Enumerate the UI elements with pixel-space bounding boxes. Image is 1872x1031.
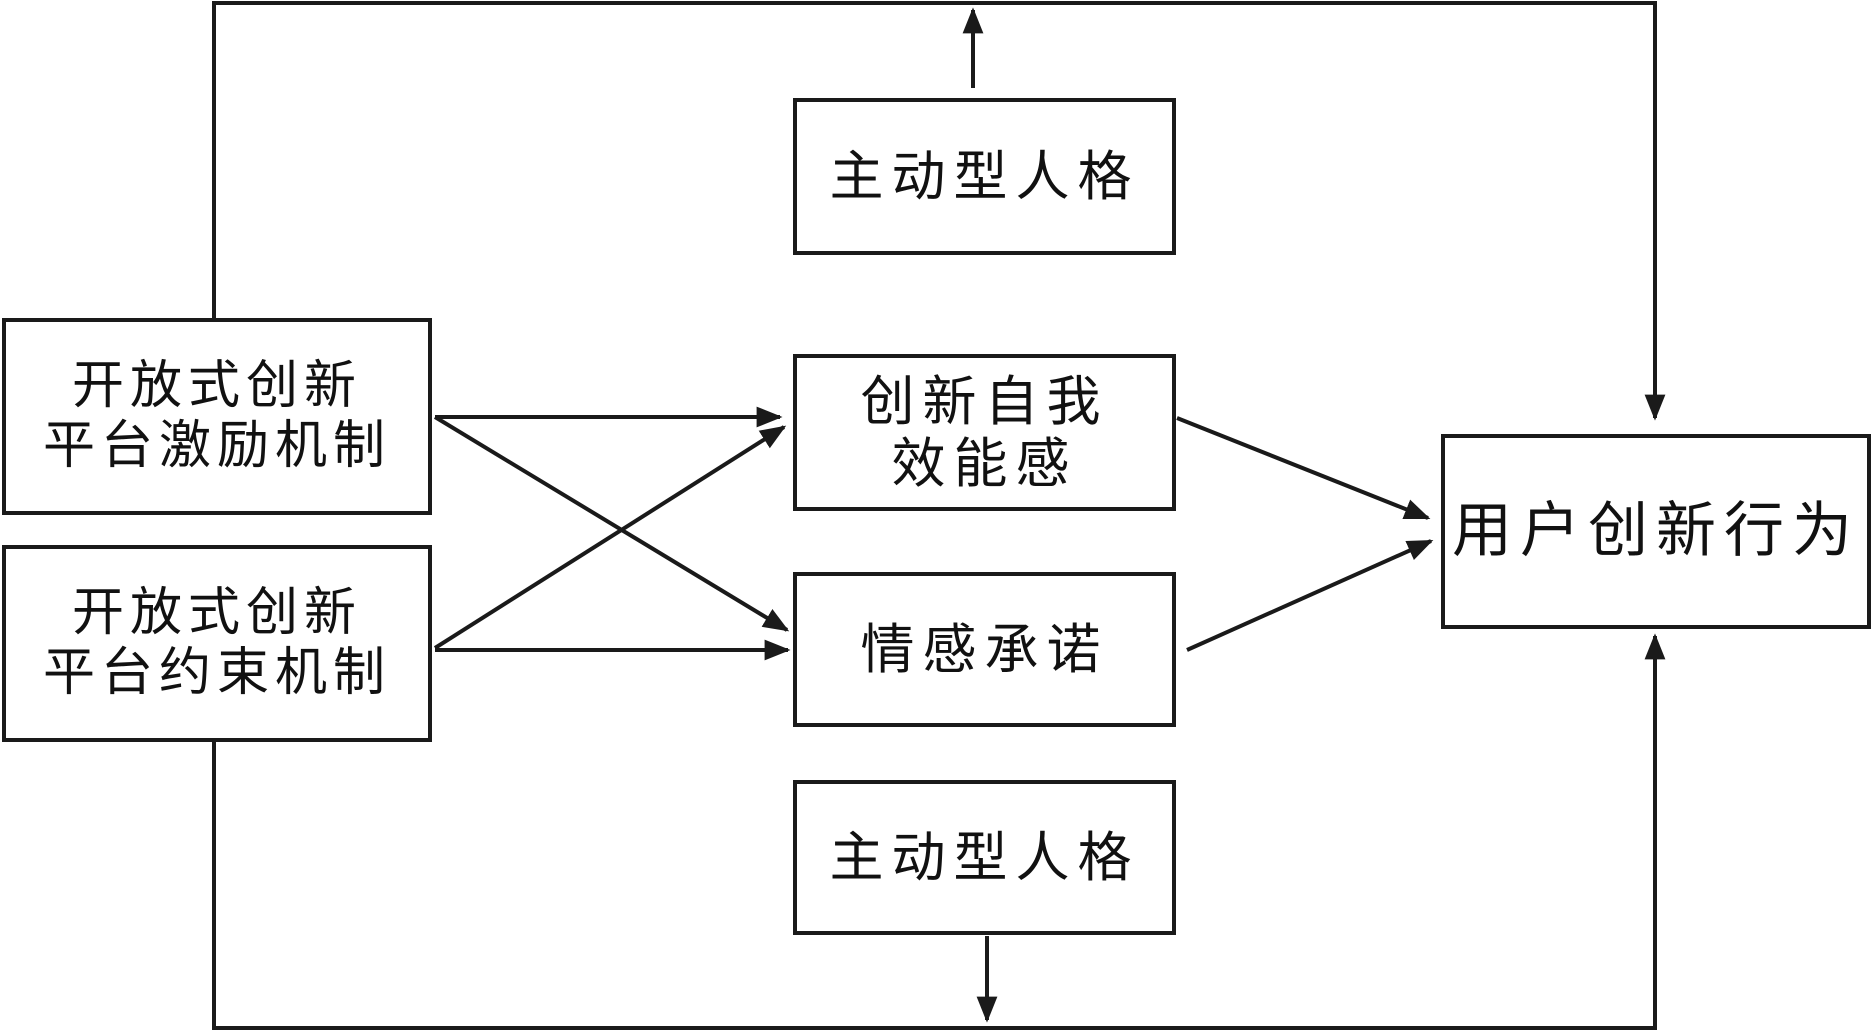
- node-affective-commitment: 情感承诺: [793, 572, 1176, 727]
- edge-incentive-behavior-loop: [212, 1, 1666, 421]
- node-proactive-personality-top: 主动型人格: [793, 98, 1176, 255]
- edge-commitment-behavior: [1186, 539, 1434, 652]
- node-incentive-line1: 开放式创新: [71, 356, 362, 417]
- node-efficacy-line1: 创新自我: [860, 369, 1109, 433]
- node-user-innovation-behavior: 用户创新行为: [1441, 434, 1871, 629]
- edge-efficacy-behavior: [1176, 416, 1431, 520]
- node-efficacy-label: 创新自我 效能感: [861, 371, 1109, 494]
- edge-constraint-efficacy: [433, 425, 787, 650]
- edge-incentive-commitment: [433, 415, 790, 632]
- node-moderator-top-label: 主动型人格: [830, 146, 1140, 208]
- node-moderator-top-text: 主动型人格: [829, 144, 1140, 208]
- node-efficacy-line2: 效能感: [891, 431, 1078, 495]
- node-moderator-bottom-text: 主动型人格: [829, 825, 1140, 889]
- node-constraint-line2: 平台约束机制: [42, 642, 391, 703]
- node-behavior-text: 用户创新行为: [1452, 496, 1860, 567]
- node-incentive-line2: 平台激励机制: [42, 415, 391, 476]
- edge-constraint-behavior-loop: [212, 633, 1666, 1030]
- node-incentive-mechanism: 开放式创新 平台激励机制: [2, 318, 432, 515]
- node-constraint-line1: 开放式创新: [71, 583, 362, 644]
- node-incentive-label: 开放式创新 平台激励机制: [42, 356, 391, 476]
- node-constraint-mechanism: 开放式创新 平台约束机制: [2, 545, 432, 742]
- node-constraint-label: 开放式创新 平台约束机制: [42, 583, 391, 703]
- node-moderator-bottom-label: 主动型人格: [830, 827, 1140, 889]
- node-behavior-label: 用户创新行为: [1452, 496, 1860, 567]
- node-commitment-text: 情感承诺: [860, 617, 1109, 681]
- node-commitment-label: 情感承诺: [861, 619, 1109, 681]
- node-proactive-personality-bottom: 主动型人格: [793, 780, 1176, 935]
- node-innovation-self-efficacy: 创新自我 效能感: [793, 354, 1176, 511]
